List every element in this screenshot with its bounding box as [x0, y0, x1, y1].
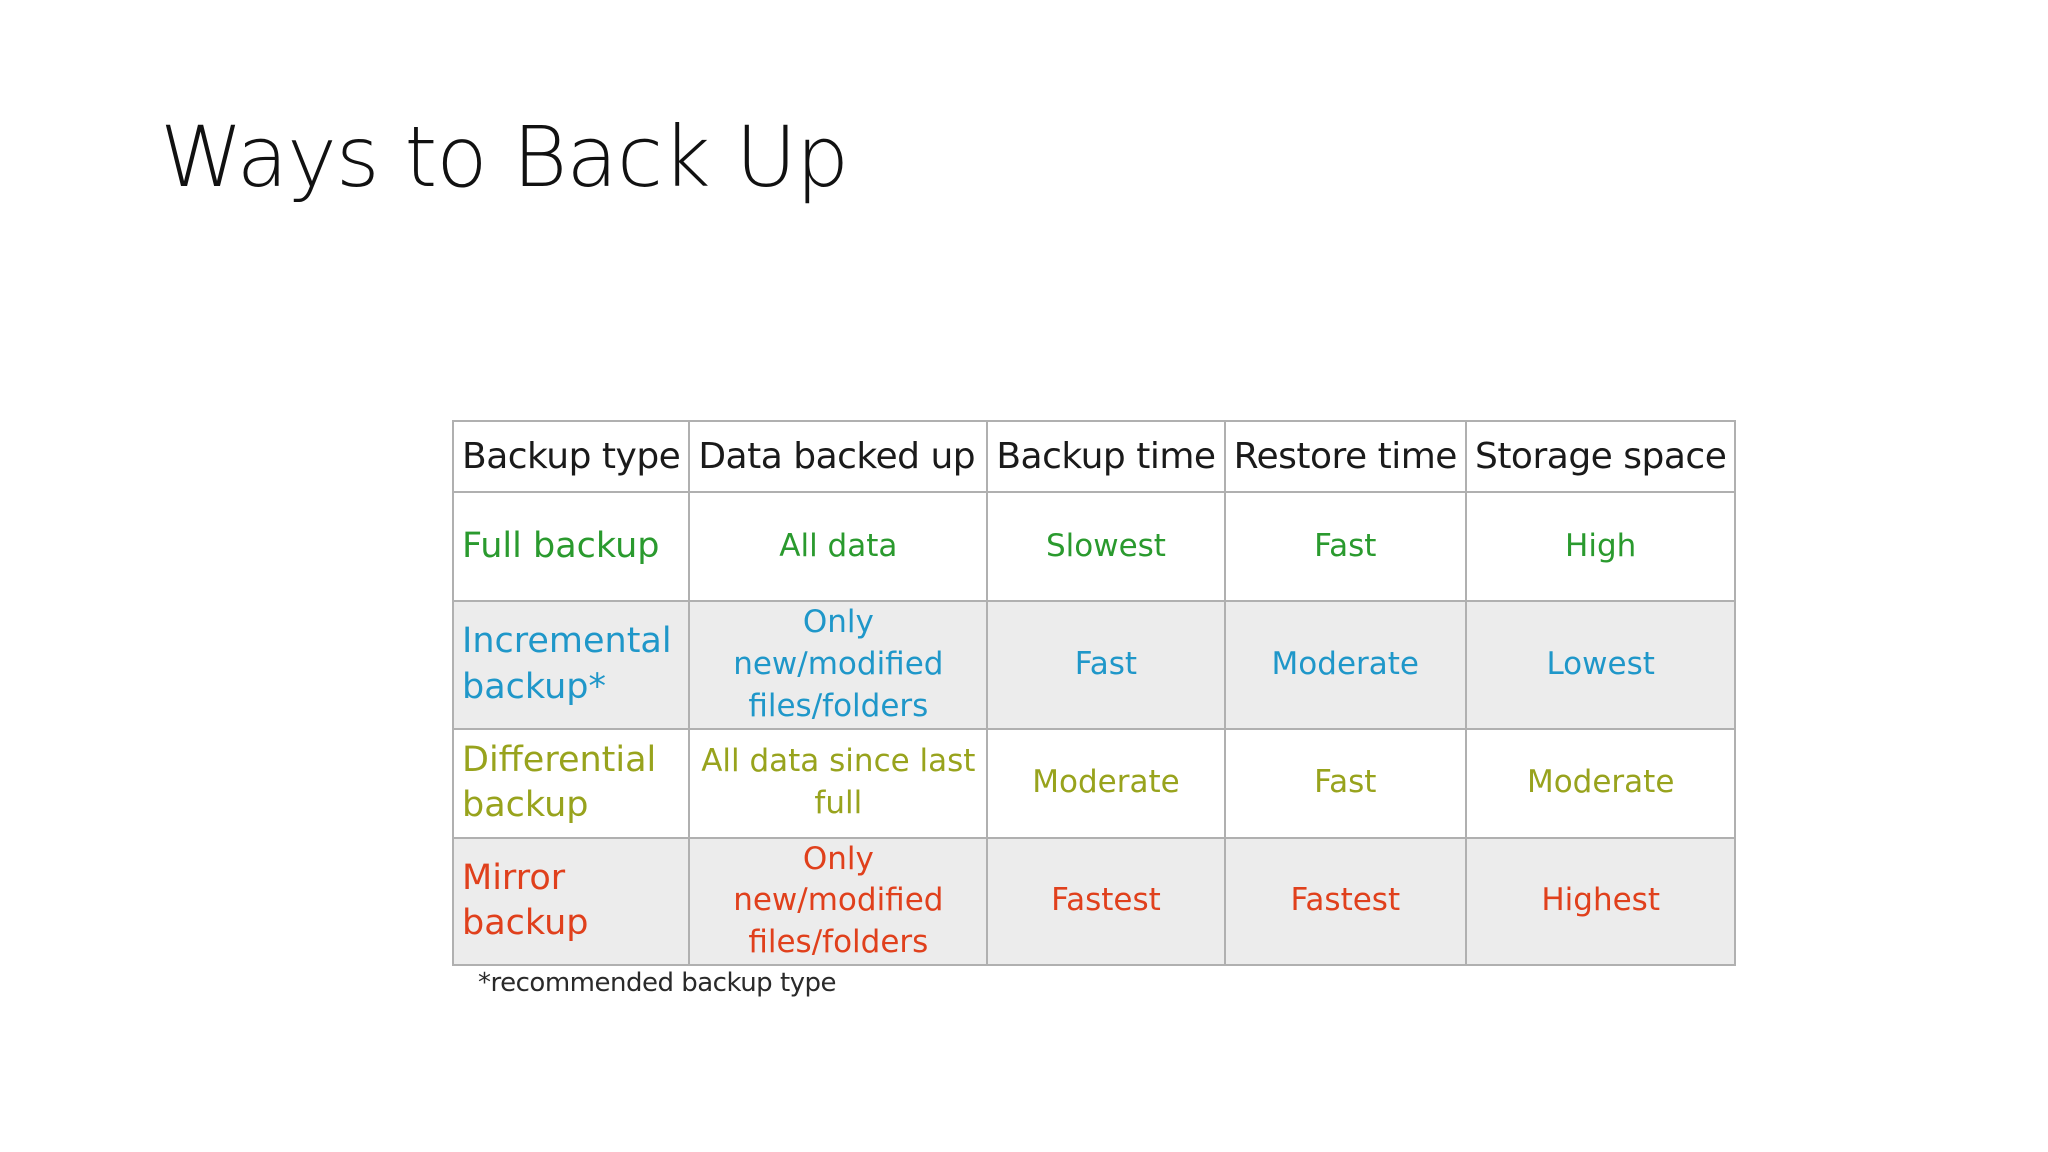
cell-data-backed-up: All data: [688, 491, 989, 602]
cell-backup-type: Mirror backup: [451, 836, 691, 967]
header-restore-time: Restore time: [1223, 420, 1467, 493]
cell-backup-type: Incremental backup*: [451, 600, 691, 730]
cell-restore-time: Moderate: [1223, 600, 1467, 730]
cell-backup-type: Full backup: [451, 491, 691, 602]
cell-storage-space: Moderate: [1464, 727, 1737, 839]
table-row: Full backup All data Slowest Fast High: [451, 491, 1737, 602]
header-backup-type: Backup type: [451, 420, 691, 493]
table-row: Mirror backup Only new/modified files/fo…: [451, 836, 1737, 967]
header-backup-time: Backup time: [986, 420, 1226, 493]
cell-storage-space: Highest: [1464, 836, 1737, 967]
backup-comparison-table: Backup type Data backed up Backup time R…: [451, 420, 1737, 967]
table-header-row: Backup type Data backed up Backup time R…: [451, 420, 1737, 493]
cell-restore-time: Fast: [1223, 727, 1467, 839]
table-footnote: *recommended backup type: [478, 968, 837, 999]
cell-data-backed-up: Only new/modified files/folders: [688, 836, 989, 967]
cell-data-backed-up: Only new/modified files/folders: [688, 600, 989, 730]
cell-restore-time: Fast: [1223, 491, 1467, 602]
slide-title: Ways to Back Up: [160, 108, 849, 206]
cell-storage-space: Lowest: [1464, 600, 1737, 730]
cell-backup-time: Moderate: [986, 727, 1226, 839]
cell-backup-time: Fastest: [986, 836, 1226, 967]
cell-backup-time: Fast: [986, 600, 1226, 730]
header-data-backed-up: Data backed up: [688, 420, 989, 493]
cell-restore-time: Fastest: [1223, 836, 1467, 967]
table-row: Differential backup All data since last …: [451, 727, 1737, 839]
header-storage-space: Storage space: [1464, 420, 1737, 493]
cell-backup-type: Differential backup: [451, 727, 691, 839]
cell-data-backed-up: All data since last full: [688, 727, 989, 839]
cell-storage-space: High: [1464, 491, 1737, 602]
table-row: Incremental backup* Only new/modified fi…: [451, 600, 1737, 730]
backup-comparison-table-container: Backup type Data backed up Backup time R…: [451, 420, 1737, 999]
cell-backup-time: Slowest: [986, 491, 1226, 602]
